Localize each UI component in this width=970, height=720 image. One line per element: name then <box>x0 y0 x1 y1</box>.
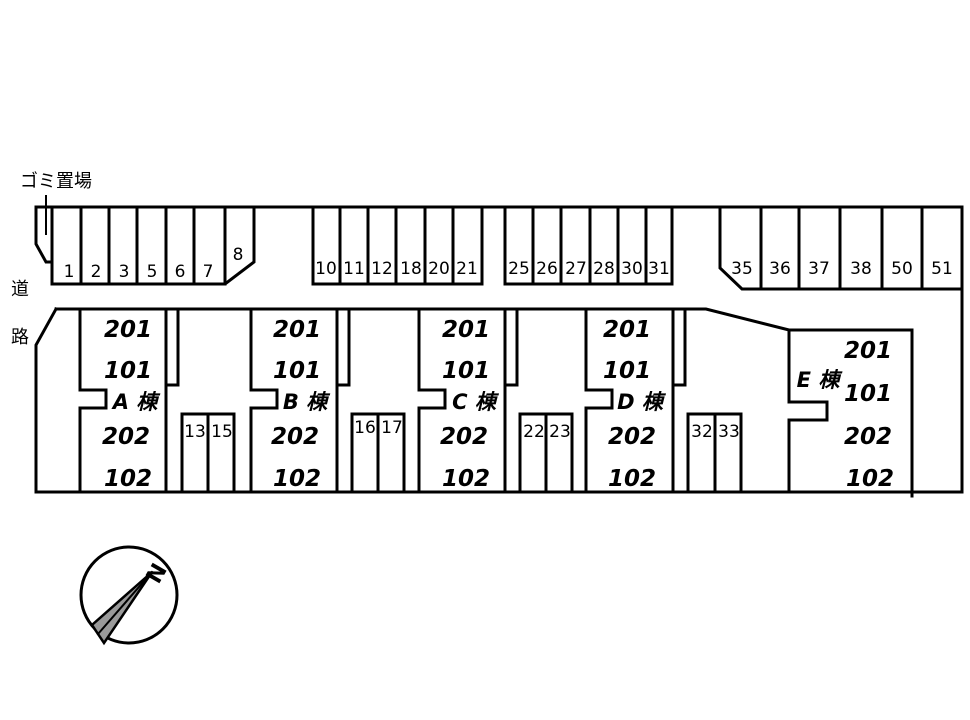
building-name: E 棟 <box>797 368 844 392</box>
compass-north-label: N <box>142 560 173 588</box>
building-d-outline <box>584 307 614 494</box>
building-a-edge <box>164 307 180 387</box>
garbage-area <box>34 205 54 264</box>
parking-slot-label: 26 <box>536 259 558 279</box>
parking-slot-label: 35 <box>731 259 753 279</box>
road-label-1: 道 <box>11 279 29 300</box>
parking-slot-label: 50 <box>891 259 913 279</box>
parking-slot-label: 18 <box>400 259 422 279</box>
site-boundary-top <box>34 205 964 494</box>
unit-number: 202 <box>271 424 319 450</box>
parking-slot-label: 28 <box>593 259 615 279</box>
building-d-edge <box>671 307 687 387</box>
unit-number: 202 <box>102 424 150 450</box>
unit-number: 101 <box>844 381 892 407</box>
unit-number: 102 <box>442 466 490 492</box>
parking-slot-label: 23 <box>549 422 571 442</box>
parking-slot-label: 32 <box>691 422 713 442</box>
building-name: B 棟 <box>283 390 331 414</box>
unit-number: 201 <box>603 317 651 343</box>
compass-ring <box>79 545 179 645</box>
parking-slot-label: 3 <box>119 262 130 282</box>
unit-number: 202 <box>844 424 892 450</box>
parking-slot-label: 20 <box>428 259 450 279</box>
parking-slot-label: 2 <box>91 262 102 282</box>
parking-slot-label: 8 <box>233 245 244 265</box>
parking-slot-label: 16 <box>354 418 376 438</box>
parking-slot-label: 10 <box>315 259 337 279</box>
building-c-edge <box>503 307 519 387</box>
building-name: D 棟 <box>617 390 667 414</box>
parking-slot-label: 33 <box>718 422 740 442</box>
compass: N <box>79 545 179 646</box>
parking-slot-label: 36 <box>769 259 791 279</box>
unit-number: 201 <box>844 338 892 364</box>
parking-slot-label: 25 <box>508 259 530 279</box>
parking-row-4-outline <box>718 205 964 291</box>
building-name: A 棟 <box>111 390 162 414</box>
unit-number: 201 <box>273 317 321 343</box>
parking-slot-label: 5 <box>147 262 158 282</box>
parking-slot-label: 51 <box>931 259 953 279</box>
building-name: C 棟 <box>452 390 500 414</box>
site-boundary-left <box>34 306 59 494</box>
parking-slot-label: 1 <box>64 262 75 282</box>
unit-number: 202 <box>608 424 656 450</box>
unit-number: 101 <box>273 358 321 384</box>
unit-number: 201 <box>442 317 490 343</box>
parking-slot-label: 11 <box>343 259 365 279</box>
parking-slot-label: 13 <box>184 422 206 442</box>
unit-number: 102 <box>104 466 152 492</box>
unit-number: 101 <box>104 358 152 384</box>
building-b-edge <box>335 307 351 387</box>
building-a-outline <box>78 307 108 494</box>
parking-slot-label: 31 <box>648 259 670 279</box>
road-label-2: 路 <box>11 327 29 348</box>
garbage-label: ゴミ置場 <box>20 171 92 192</box>
building-b-outline <box>249 307 279 494</box>
parking-slot-label: 15 <box>211 422 233 442</box>
parking-slot-label: 6 <box>175 262 186 282</box>
parking-slot-label: 7 <box>203 262 214 282</box>
parking-slot-label: 37 <box>808 259 830 279</box>
parking-slot-label: 22 <box>523 422 545 442</box>
building-c-outline <box>417 307 447 494</box>
parking-slot-label: 21 <box>456 259 478 279</box>
unit-number: 102 <box>608 466 656 492</box>
parking-slot-label: 12 <box>371 259 393 279</box>
compass-arrow-axis <box>96 570 154 636</box>
unit-number: 101 <box>442 358 490 384</box>
unit-number: 202 <box>440 424 488 450</box>
building-e-outline <box>787 328 829 494</box>
parking-slot-label: 27 <box>565 259 587 279</box>
parking-slot-label: 38 <box>850 259 872 279</box>
unit-number: 101 <box>603 358 651 384</box>
unit-number: 102 <box>273 466 321 492</box>
unit-number: 102 <box>846 466 894 492</box>
unit-number: 201 <box>104 317 152 343</box>
parking-slot-label: 30 <box>621 259 643 279</box>
parking-slot-label: 17 <box>381 418 403 438</box>
